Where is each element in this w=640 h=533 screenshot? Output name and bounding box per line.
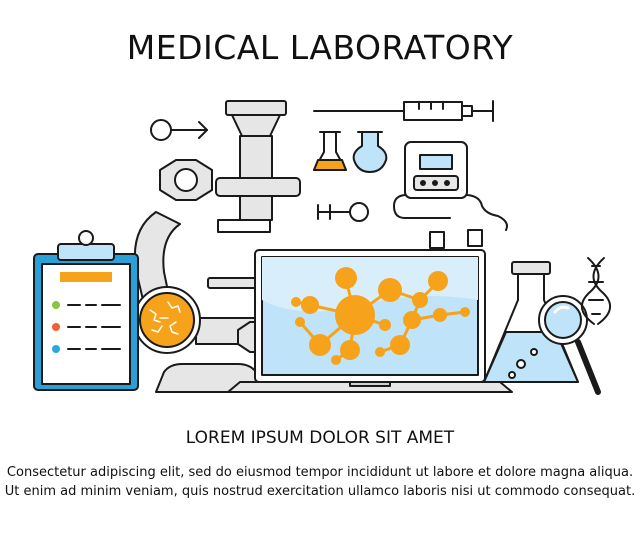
key-icon — [150, 119, 208, 141]
flask-icon — [313, 131, 347, 171]
clipboard-icon — [33, 230, 139, 391]
body-text-line: Consectetur adipiscing elit, sed do eius… — [6, 465, 634, 480]
round-flask-icon — [352, 131, 388, 173]
page-title: MEDICAL LABORATORY — [126, 28, 514, 67]
dna-icon — [581, 257, 611, 325]
body-text-line: Ut enim ad minim veniam, quis nostrud ex… — [4, 484, 636, 499]
molecule-icon — [291, 267, 470, 365]
section-subtitle: LOREM IPSUM DOLOR SIT AMET — [185, 428, 455, 448]
flask-icon — [483, 261, 579, 383]
magnifier-icon — [538, 295, 601, 395]
key-icon — [317, 202, 369, 222]
petri-dish-icon — [133, 286, 201, 354]
syringe-icon — [313, 100, 494, 122]
monitor-device-icon — [393, 141, 508, 249]
